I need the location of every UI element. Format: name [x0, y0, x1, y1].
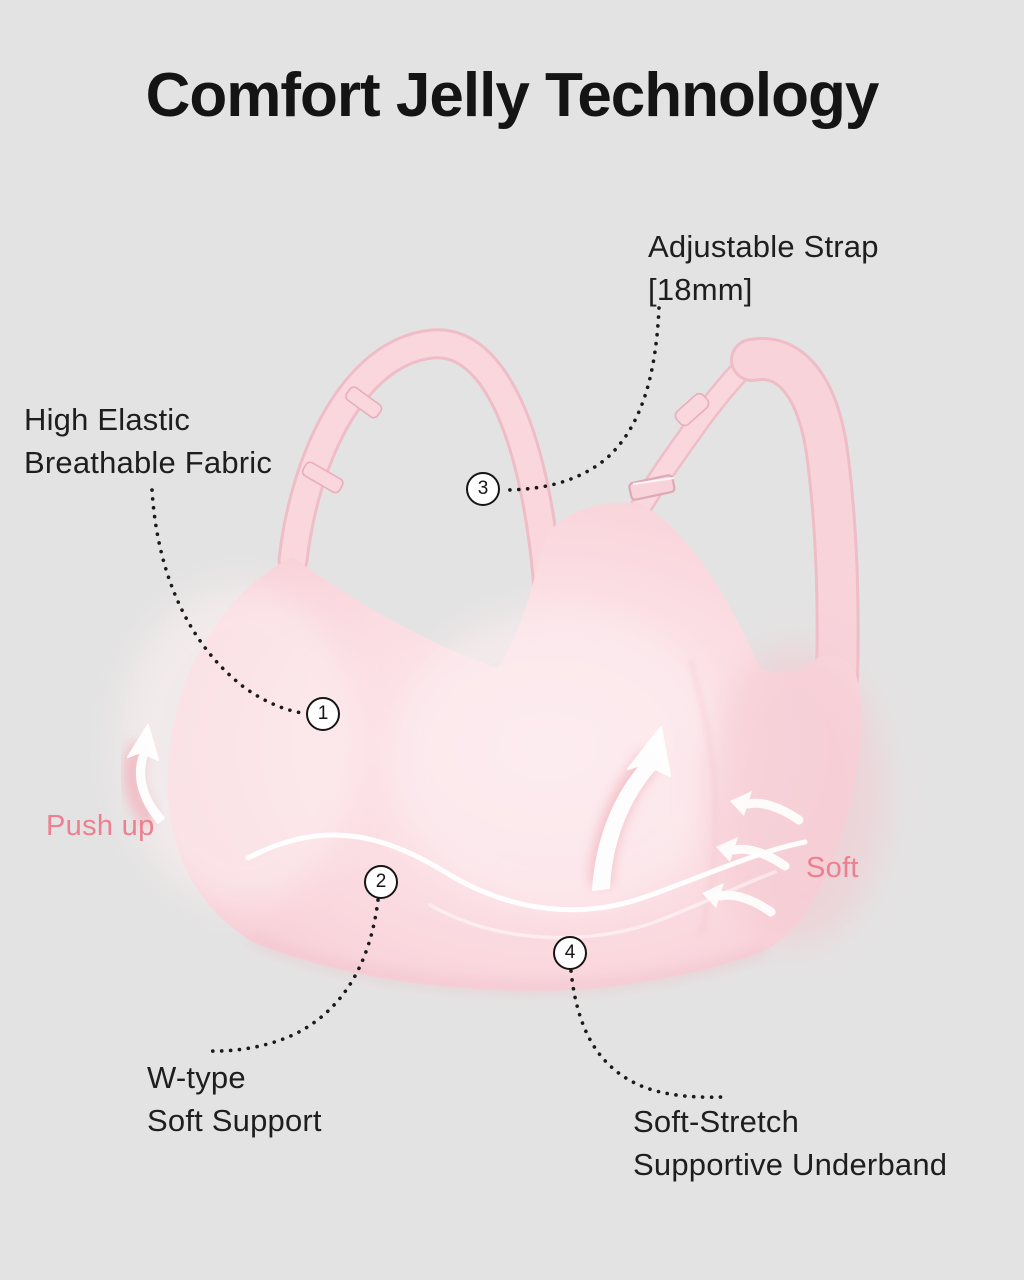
soft-annotation: Soft: [806, 852, 859, 884]
marker-1: 1: [306, 697, 340, 731]
label-line: [18mm]: [648, 272, 753, 307]
wing-shadow: [705, 645, 885, 945]
w-support-seam-echo: [428, 870, 777, 940]
label-line: Soft-Stretch: [633, 1104, 800, 1139]
label-line: Supportive Underband: [633, 1147, 948, 1182]
marker-2: 2: [364, 865, 398, 899]
label-line: Adjustable Strap: [648, 229, 879, 264]
label-w-type-support: W-type Soft Support: [147, 1056, 322, 1142]
right-strap: [626, 337, 860, 700]
lift-arrow-icon: [589, 726, 671, 891]
underband-shadow: [247, 932, 769, 994]
label-line: Breathable Fabric: [24, 445, 273, 480]
push-up-arrow-icon: [123, 724, 165, 828]
strap-slider-icon: [628, 392, 710, 501]
label-line: Soft Support: [147, 1103, 322, 1138]
label-line: W-type: [147, 1060, 246, 1095]
push-up-annotation: Push up: [46, 810, 155, 842]
label-line: High Elastic: [24, 402, 191, 437]
label-supportive-underband: Soft-Stretch Supportive Underband: [633, 1100, 947, 1186]
wing-seam: [688, 659, 717, 936]
page-title: Comfort Jelly Technology: [145, 61, 880, 130]
bra-body: [120, 502, 885, 994]
callout-line-1: [150, 488, 304, 715]
left-strap: [277, 328, 567, 656]
marker-3: 3: [466, 472, 500, 506]
label-high-elastic-fabric: High Elastic Breathable Fabric: [24, 398, 272, 484]
w-support-seam-line: [245, 832, 808, 913]
callout-line-2: [206, 898, 380, 1053]
label-adjustable-strap: Adjustable Strap [18mm]: [648, 225, 879, 311]
cup-highlight: [120, 585, 360, 905]
marker-4: 4: [553, 936, 587, 970]
strap-adjuster-icon: [301, 386, 383, 494]
cup-highlight: [390, 610, 730, 910]
callout-line-4: [569, 969, 725, 1100]
soft-arrows-icon: [702, 791, 804, 917]
